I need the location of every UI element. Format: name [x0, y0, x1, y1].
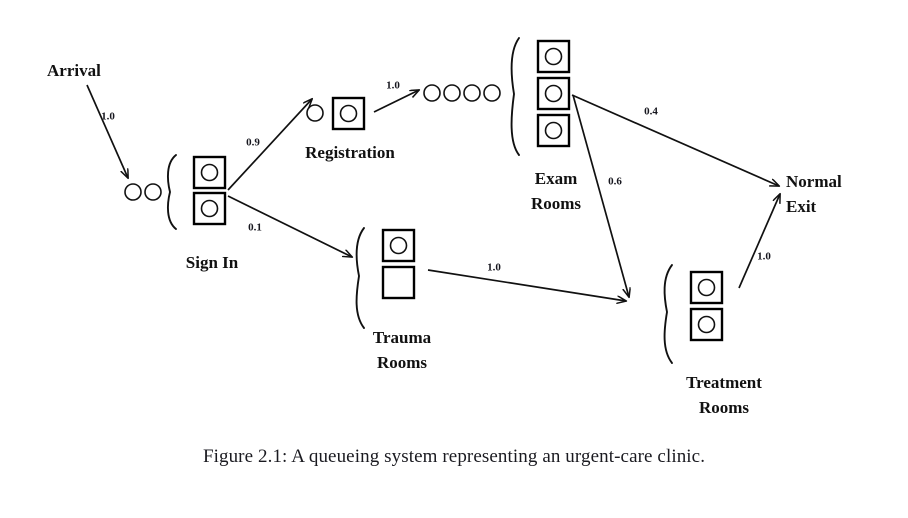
station-label-exam-rooms-line1: Exam	[535, 169, 578, 188]
flow-exam-to-treatment	[572, 94, 629, 297]
prob-treatment-to-exit: 1.0	[757, 251, 771, 263]
queue-circle	[463, 84, 481, 102]
prob-registration-to-exam: 1.0	[386, 80, 400, 92]
station-label-trauma-rooms-line2: Rooms	[377, 353, 427, 372]
server-busy-dot	[544, 84, 563, 103]
flow-registration-to-exam	[373, 90, 419, 113]
server-box-idle	[381, 265, 416, 300]
flow-exam-to-exit	[571, 94, 779, 186]
server-busy-dot	[697, 315, 716, 334]
prob-signin-to-registration: 0.9	[246, 137, 260, 149]
queue-circle	[306, 104, 324, 122]
flow-treatment-to-exit	[738, 194, 780, 289]
server-busy-dot	[200, 199, 219, 218]
arrival-label: Arrival	[47, 61, 101, 80]
queue-brace	[355, 227, 365, 329]
station-exam-rooms: Exam Rooms	[423, 37, 581, 213]
server-busy-dot	[544, 47, 563, 66]
server-box	[536, 76, 571, 111]
server-busy-dot	[544, 121, 563, 140]
flow-signin-to-registration	[227, 99, 312, 191]
normal-exit-label-line1: Normal	[786, 172, 842, 191]
station-trauma-rooms: Trauma Rooms	[355, 227, 432, 372]
server-busy-dot	[389, 236, 408, 255]
queue-circle	[144, 183, 162, 201]
server-box	[536, 113, 571, 148]
server-box	[689, 270, 724, 305]
station-label-sign-in: Sign In	[186, 253, 239, 272]
queue-circle	[483, 84, 501, 102]
prob-trauma-to-treatment: 1.0	[487, 262, 501, 274]
figure-caption: Figure 2.1: A queueing system representi…	[202, 446, 706, 467]
station-label-exam-rooms-line2: Rooms	[531, 194, 581, 213]
station-treatment-rooms: Treatment Rooms	[663, 264, 762, 417]
server-busy-dot	[200, 163, 219, 182]
server-box	[331, 96, 366, 131]
flow-trauma-to-treatment	[427, 269, 626, 301]
flow-signin-to-trauma	[227, 195, 352, 257]
queue-circle	[124, 183, 142, 201]
server-busy-dot	[697, 278, 716, 297]
prob-exam-to-exit: 0.4	[644, 106, 658, 118]
server-busy-dot	[339, 104, 358, 123]
server-box	[192, 155, 227, 190]
server-box	[536, 39, 571, 74]
station-label-trauma-rooms-line1: Trauma	[373, 328, 432, 347]
normal-exit-label-line2: Exit	[786, 197, 817, 216]
station-label-treatment-rooms-line1: Treatment	[686, 373, 762, 392]
queue-brace	[663, 264, 673, 364]
queue-circle	[443, 84, 461, 102]
station-label-treatment-rooms-line2: Rooms	[699, 398, 749, 417]
flow-arrival-to-signin	[86, 84, 128, 178]
station-sign-in: Sign In	[124, 154, 239, 272]
queue-brace	[510, 37, 520, 156]
prob-arrival-to-signin: 1.0	[101, 111, 115, 123]
station-label-registration: Registration	[305, 143, 395, 162]
prob-signin-to-trauma: 0.1	[248, 222, 262, 234]
station-registration: Registration	[305, 96, 395, 162]
prob-exam-to-treatment: 0.6	[608, 176, 622, 188]
queue-brace	[166, 154, 177, 230]
server-box	[381, 228, 416, 263]
server-box	[192, 191, 227, 226]
server-box	[689, 307, 724, 342]
queue-circle	[423, 84, 441, 102]
